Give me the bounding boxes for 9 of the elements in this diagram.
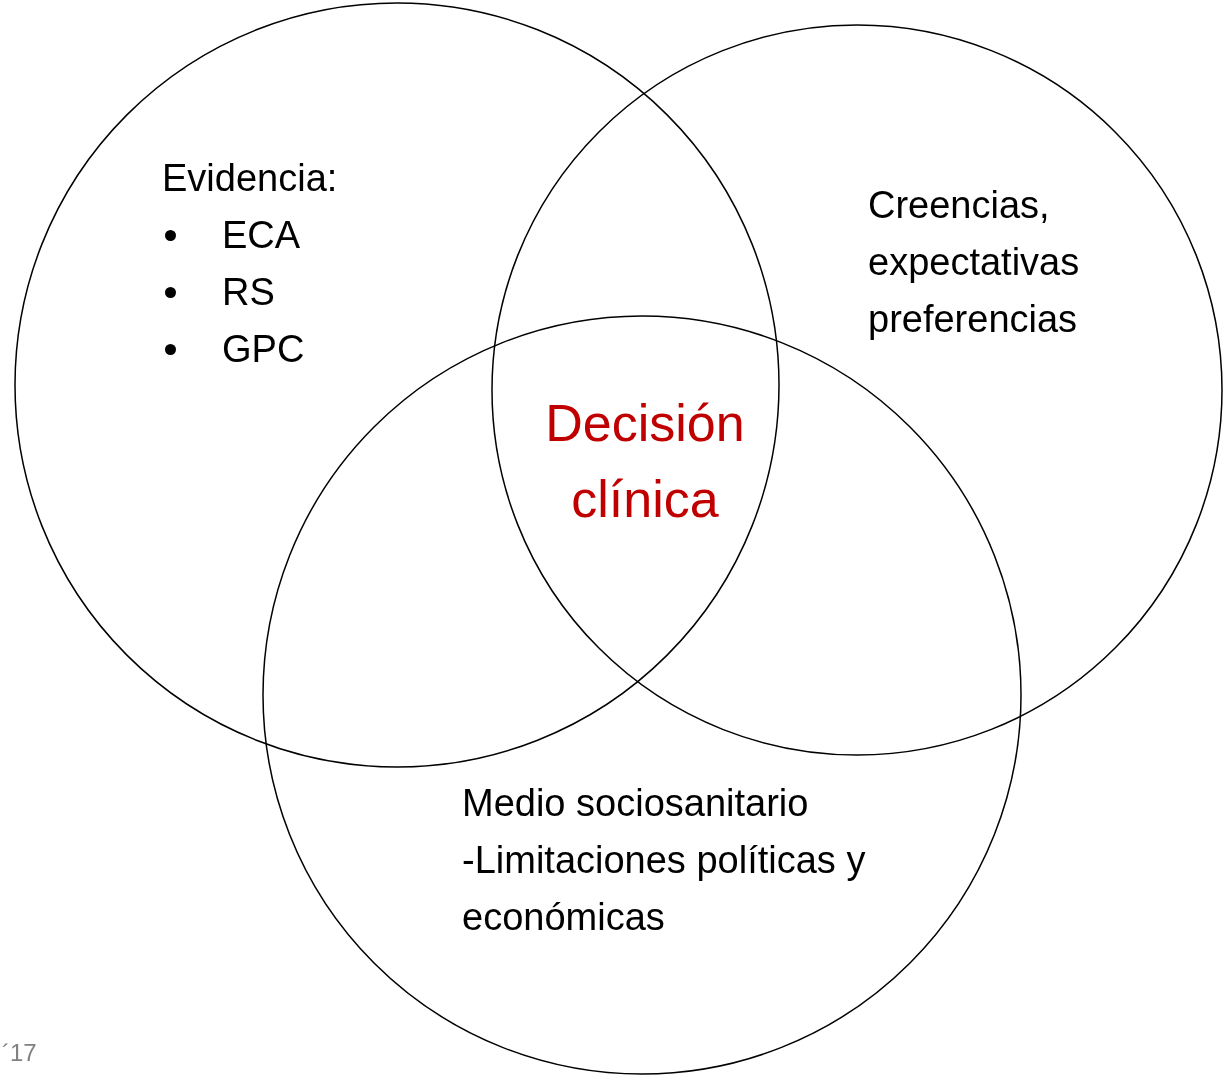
center-label: Decisión clínica bbox=[544, 393, 746, 530]
bullet-item: ECA bbox=[162, 207, 462, 264]
circle-heading: Evidencia: bbox=[162, 156, 339, 201]
circle-text: -Limitaciones políticas y económicas bbox=[462, 838, 867, 940]
circle-heading: Creencias, expectativas preferencias bbox=[868, 183, 1081, 342]
bullet-item: RS bbox=[162, 264, 462, 321]
circle-heading: Medio sociosanitario bbox=[462, 781, 810, 826]
bullet-item: GPC bbox=[162, 321, 462, 378]
footer-text: ´17 bbox=[2, 1038, 38, 1068]
